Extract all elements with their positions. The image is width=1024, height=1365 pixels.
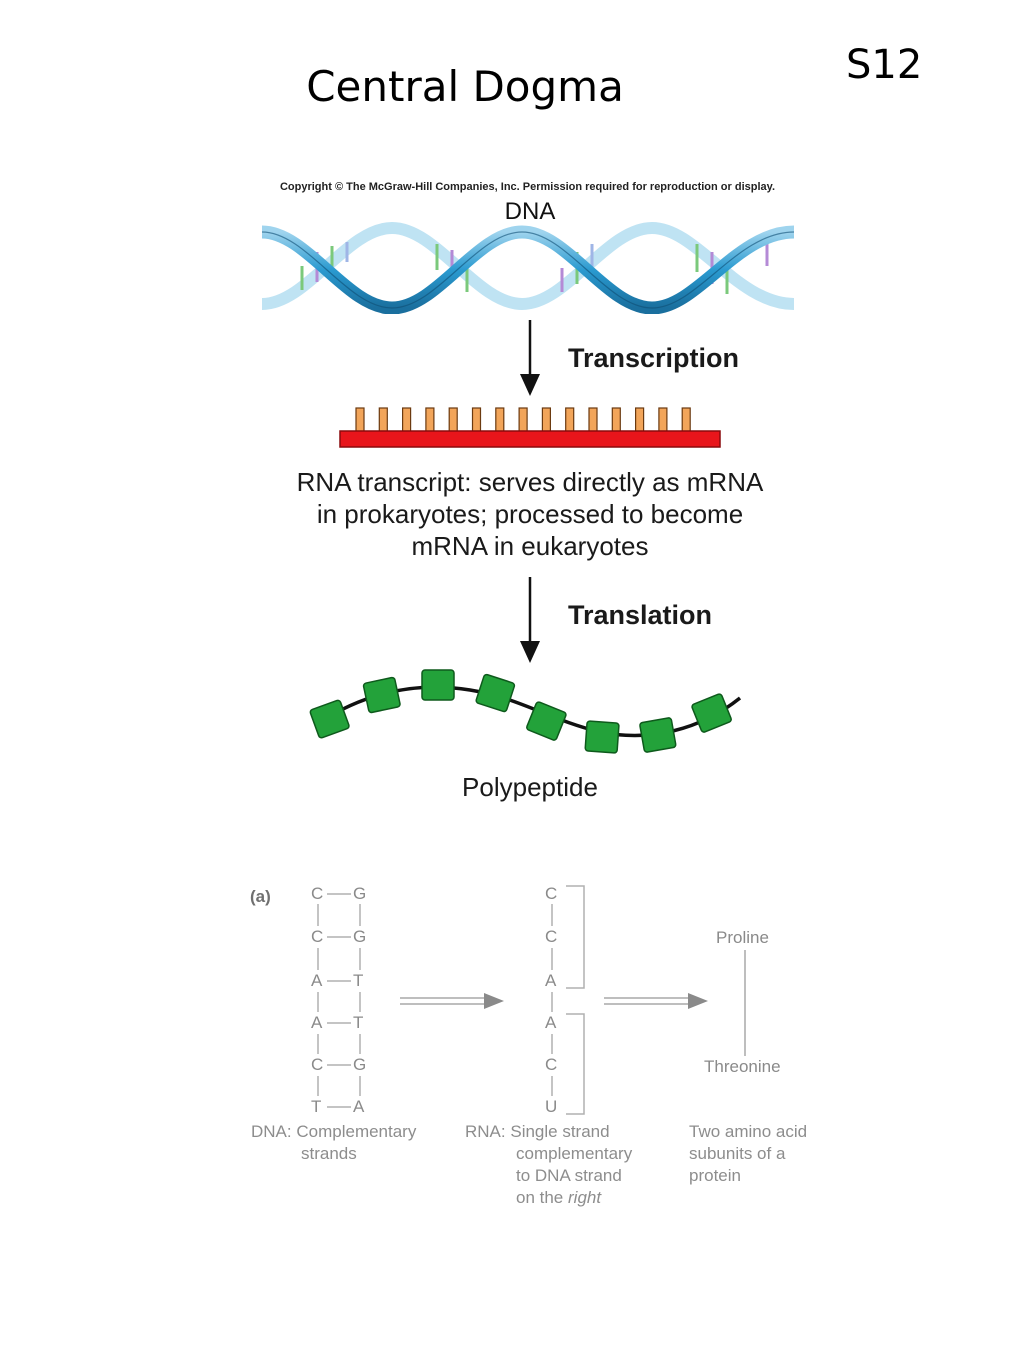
dna-base-4-left: A bbox=[311, 1013, 323, 1032]
rna-caption-line-4-emphasis: right bbox=[568, 1188, 602, 1207]
dna-caption-line-1: Complementary bbox=[296, 1122, 417, 1141]
dna-base-2-right: G bbox=[353, 927, 367, 946]
dna-base-4-right: T bbox=[353, 1013, 364, 1032]
rna-transcript-description: RNA transcript: serves directly as mRNA … bbox=[240, 466, 820, 562]
amino-acid-bead bbox=[421, 669, 455, 701]
amino-acid-bead bbox=[639, 717, 677, 753]
rna-nucleotide bbox=[425, 407, 435, 433]
dna-base-6-left: T bbox=[311, 1097, 322, 1116]
rna-nucleotide bbox=[565, 407, 575, 433]
amino-acid-bead bbox=[362, 676, 401, 714]
rna-nucleotide bbox=[611, 407, 621, 433]
rna-nucleotide bbox=[635, 407, 645, 433]
dna-base-2-left: C bbox=[311, 927, 324, 946]
amino-acid-bead bbox=[691, 693, 732, 733]
slide-number: S12 bbox=[846, 42, 923, 88]
rna-caption-line-3: to DNA strand bbox=[516, 1166, 622, 1185]
polypeptide-chain bbox=[309, 669, 742, 754]
rna-base-4: A bbox=[545, 1013, 557, 1032]
rna-text-line-1: RNA transcript: serves directly as mRNA bbox=[296, 467, 764, 497]
rna-nucleotide bbox=[681, 407, 691, 433]
rna-nucleotide bbox=[401, 407, 412, 433]
rna-base-2: C bbox=[545, 927, 558, 946]
amino-acid-bead bbox=[526, 701, 567, 741]
rna-base-3: A bbox=[545, 971, 557, 990]
dna-to-rna-arrow bbox=[400, 993, 504, 1009]
protein-caption-line-2: subunits of a bbox=[689, 1144, 786, 1163]
panel-tag: (a) bbox=[250, 887, 271, 906]
rna-strand: C C A A C U bbox=[540, 884, 600, 1116]
rna-text-line-3: mRNA in eukaryotes bbox=[411, 531, 649, 561]
rna-nucleotide bbox=[448, 407, 458, 433]
dna-double-helix bbox=[262, 222, 794, 314]
transcription-arrow bbox=[520, 320, 540, 396]
dna-label: DNA bbox=[504, 198, 556, 225]
rna-nucleotide bbox=[495, 407, 505, 433]
dna-caption-lead: DNA: bbox=[251, 1122, 292, 1141]
dna-base-6-right: A bbox=[353, 1097, 365, 1116]
amino-acid-bead bbox=[475, 673, 516, 713]
dna-base-1-right: G bbox=[353, 884, 367, 903]
rna-nucleotide bbox=[541, 407, 551, 433]
rna-caption-line-2: complementary bbox=[516, 1144, 633, 1163]
amino-acid-proline: Proline bbox=[716, 928, 769, 947]
amino-acid-bead bbox=[584, 720, 620, 754]
rna-nucleotide bbox=[471, 407, 482, 433]
protein-caption-line-3: protein bbox=[689, 1166, 741, 1185]
rna-nucleotide bbox=[588, 407, 598, 433]
rna-transcript-bar bbox=[339, 407, 721, 448]
rna-caption: RNA: Single strand complementary to DNA … bbox=[465, 1121, 632, 1209]
dna-base-1-left: C bbox=[311, 884, 324, 903]
dna-ladder: C G C G A T A T C G T A bbox=[305, 884, 375, 1116]
dna-base-5-right: G bbox=[353, 1055, 367, 1074]
rna-caption-line-1: Single strand bbox=[510, 1122, 610, 1141]
rna-base-6: U bbox=[545, 1097, 558, 1116]
polypeptide-label: Polypeptide bbox=[462, 772, 598, 802]
amino-acid-bead bbox=[309, 699, 350, 739]
rna-caption-line-4-prefix: on the bbox=[516, 1188, 568, 1207]
rna-nucleotide bbox=[355, 407, 365, 433]
dna-base-3-right: T bbox=[353, 971, 364, 990]
amino-acid-threonine: Threonine bbox=[704, 1057, 781, 1076]
rna-base-1: C bbox=[545, 884, 558, 903]
rna-text-line-2: in prokaryotes; processed to become bbox=[316, 499, 744, 529]
copyright-notice: Copyright © The McGraw-Hill Companies, I… bbox=[279, 181, 776, 193]
rna-nucleotide bbox=[378, 407, 388, 433]
rna-nucleotide bbox=[658, 407, 668, 433]
peptide-bond-line bbox=[744, 950, 746, 1056]
dna-caption: DNA: Complementary strands bbox=[251, 1121, 416, 1165]
dna-base-5-left: C bbox=[311, 1055, 324, 1074]
translation-label: Translation bbox=[568, 600, 713, 630]
slide-title: Central Dogma bbox=[306, 62, 624, 111]
dna-ladder-lines bbox=[317, 893, 361, 1108]
translation-arrow bbox=[520, 577, 540, 663]
rna-to-protein-arrow bbox=[604, 993, 708, 1009]
protein-caption-line-1: Two amino acid bbox=[689, 1122, 808, 1141]
rna-strand-lines bbox=[551, 885, 585, 1115]
rna-nucleotide bbox=[518, 407, 528, 433]
protein-caption: Two amino acid subunits of a protein bbox=[689, 1121, 807, 1187]
dna-base-3-left: A bbox=[311, 971, 323, 990]
rna-caption-lead: RNA: bbox=[465, 1122, 506, 1141]
rna-base-5: C bbox=[545, 1055, 558, 1074]
transcription-label: Transcription bbox=[568, 343, 740, 373]
rna-caption-line-4: on the right bbox=[465, 1188, 601, 1207]
dna-caption-line-2: strands bbox=[301, 1144, 357, 1163]
